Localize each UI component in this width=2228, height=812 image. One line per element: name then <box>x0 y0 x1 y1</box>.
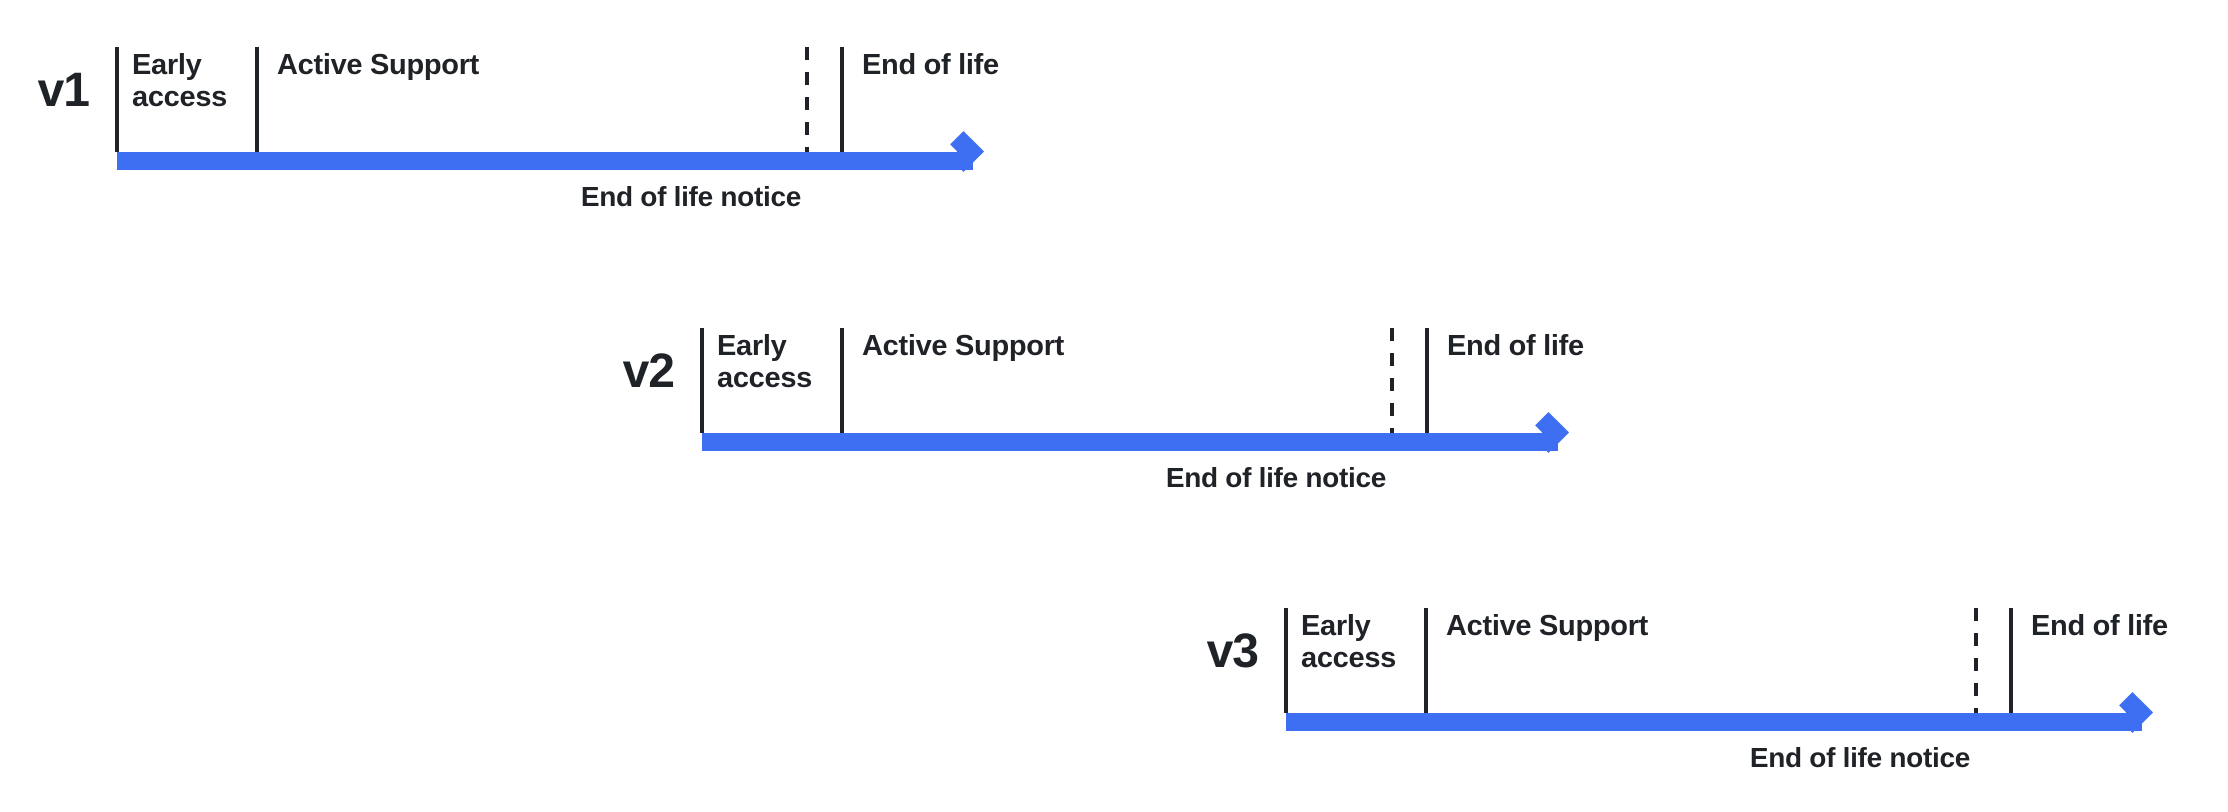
active-support-start-tick <box>1424 608 1428 713</box>
end-of-life-tick <box>2009 608 2013 713</box>
early-access-label: Early access <box>1301 610 1396 674</box>
end-of-life-tick <box>840 47 844 152</box>
early-access-start-tick <box>1284 608 1288 713</box>
eol-notice-dashed-tick <box>1974 608 1978 713</box>
end-of-life-label: End of life <box>1447 330 1584 362</box>
version-label: v1 <box>37 64 90 117</box>
eol-notice-label: End of life notice <box>580 181 801 212</box>
eol-notice-dashed-tick <box>805 47 809 152</box>
active-support-label: Active Support <box>1446 610 1649 642</box>
end-of-life-label: End of life <box>862 49 999 81</box>
active-support-start-tick <box>840 328 844 433</box>
timeline-arrow-shaft <box>117 152 973 170</box>
timeline-arrow-shaft <box>702 433 1558 451</box>
end-of-life-label: End of life <box>2031 610 2168 642</box>
timeline-row-v1: v1 Early access Active Support End of li… <box>38 47 1057 232</box>
timeline-row-v2: v2 Early access Active Support End of li… <box>623 328 1642 513</box>
active-support-label: Active Support <box>277 49 480 81</box>
eol-notice-label: End of life notice <box>1749 742 1970 773</box>
active-support-label: Active Support <box>862 330 1065 362</box>
version-label: v3 <box>1206 625 1259 678</box>
early-access-label: Early access <box>717 330 812 394</box>
early-access-label: Early access <box>132 49 227 113</box>
version-label: v2 <box>622 345 675 398</box>
eol-notice-label: End of life notice <box>1165 462 1386 493</box>
end-of-life-tick <box>1425 328 1429 433</box>
early-access-start-tick <box>115 47 119 152</box>
early-access-start-tick <box>700 328 704 433</box>
timeline-arrow-shaft <box>1286 713 2142 731</box>
eol-notice-dashed-tick <box>1390 328 1394 433</box>
active-support-start-tick <box>255 47 259 152</box>
timeline-row-v3: v3 Early access Active Support End of li… <box>1207 608 2226 793</box>
